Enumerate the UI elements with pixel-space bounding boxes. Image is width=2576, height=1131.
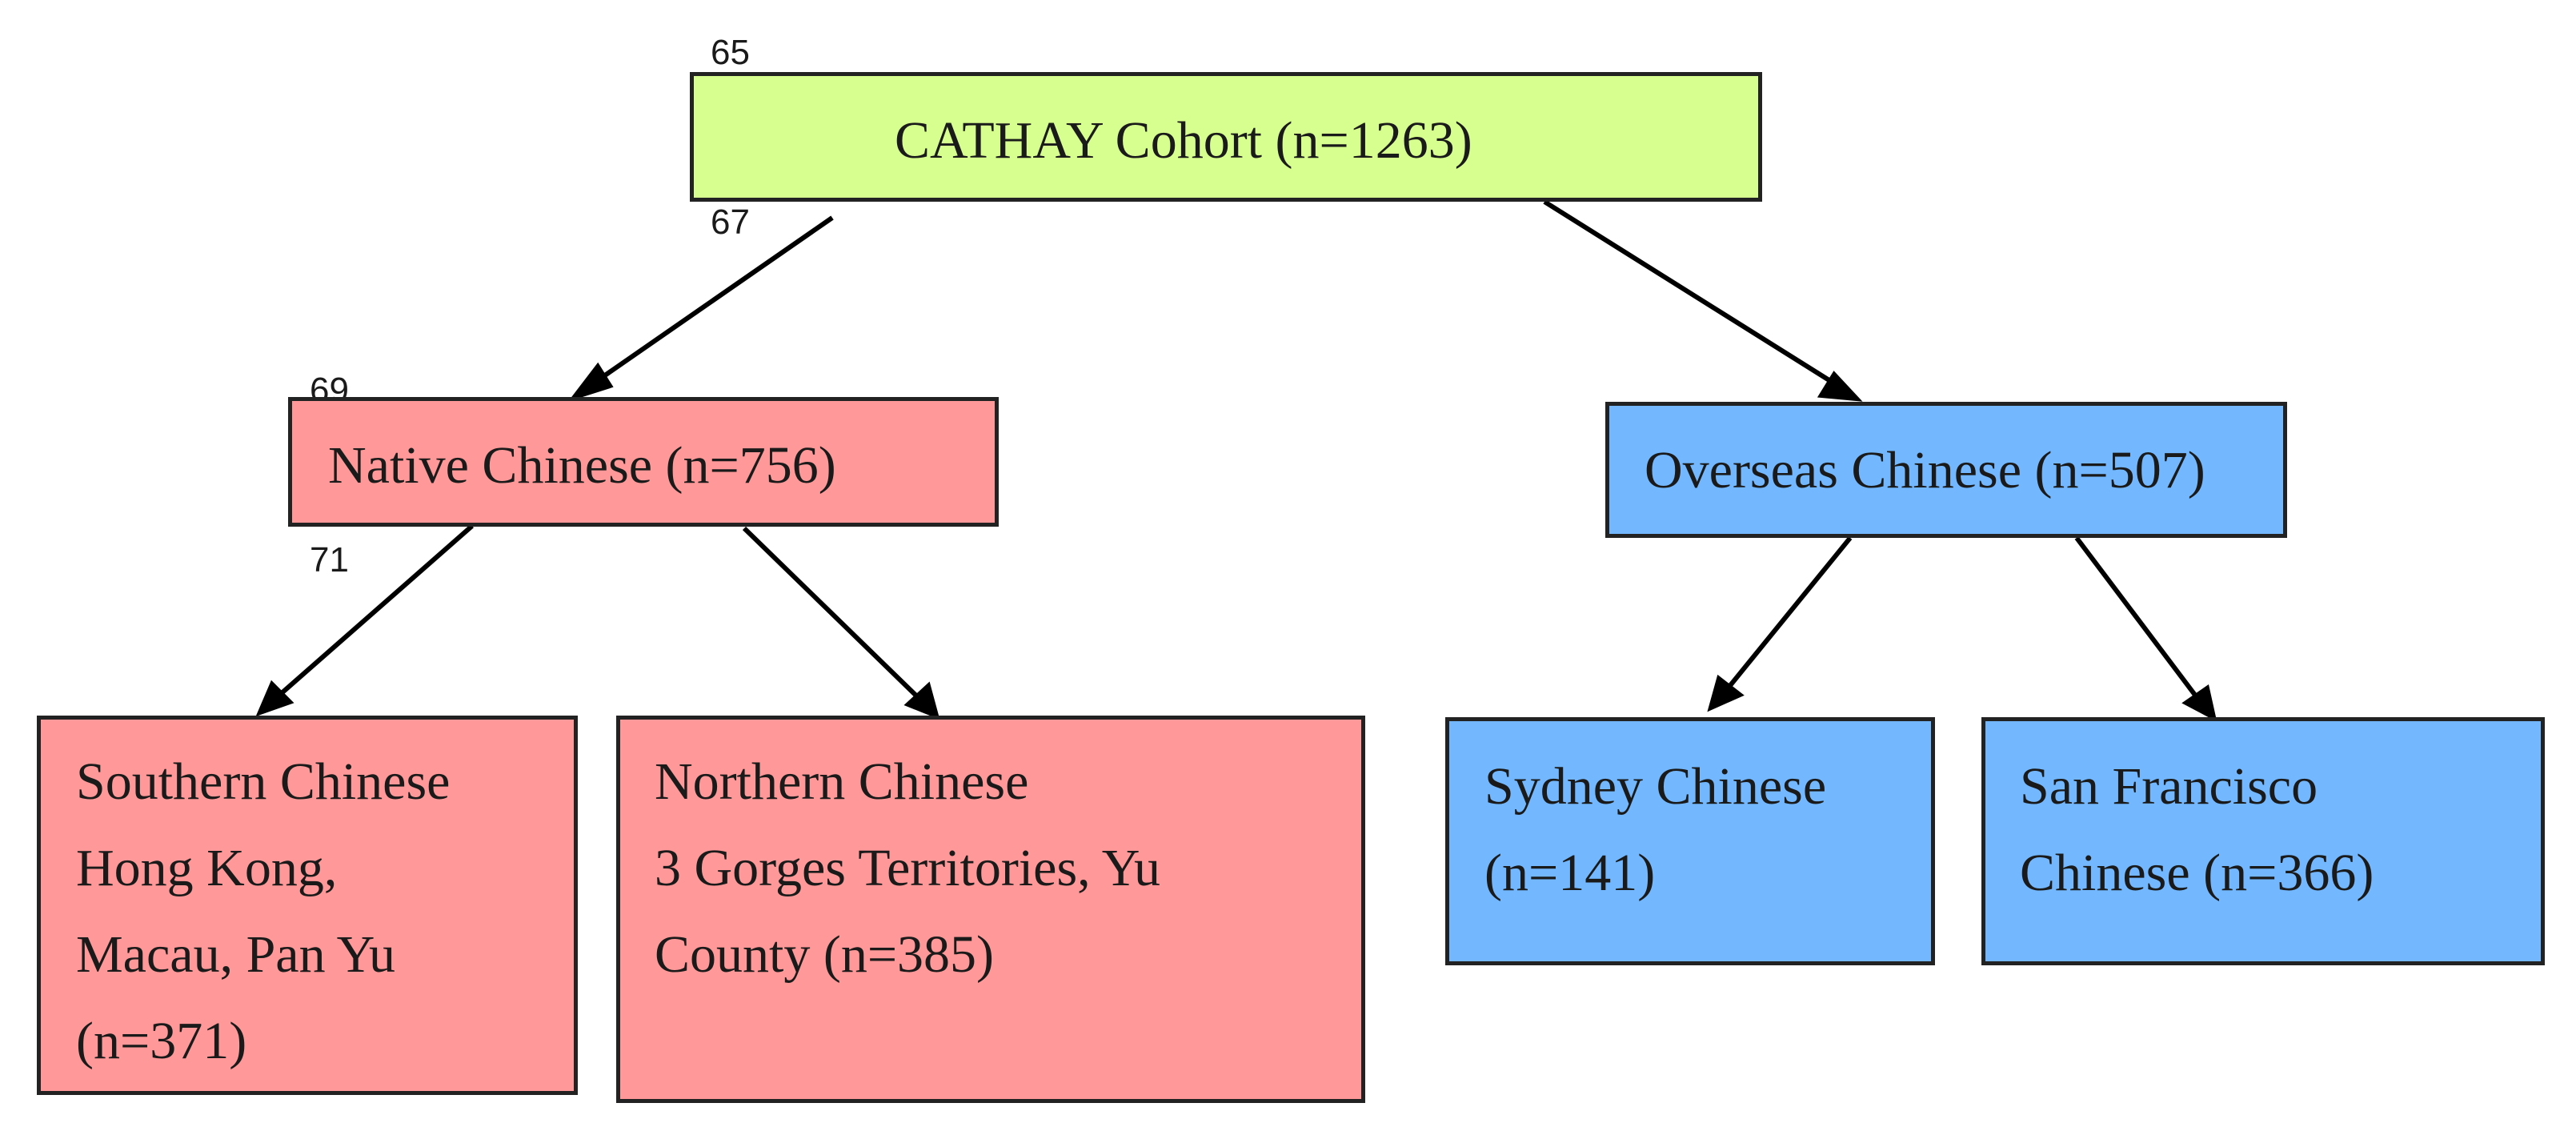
root-node-box	[690, 72, 1762, 202]
southern-chinese-node-box	[37, 716, 578, 1095]
line-number: 67	[711, 203, 750, 242]
arrowhead-sydney	[1707, 674, 1745, 712]
overseas-chinese-node-box	[1605, 402, 2287, 538]
sydney-chinese-node-box	[1445, 717, 1935, 965]
arrow-root-to-native	[591, 215, 834, 387]
southern-chinese-node-label: Southern Chinese Hong Kong, Macau, Pan Y…	[76, 752, 451, 1070]
arrow-overseas-to-sanfrancisco	[2074, 536, 2201, 702]
arrow-overseas-to-sydney	[1722, 536, 1853, 694]
line-number: 65	[711, 33, 750, 72]
native-chinese-node-label: Native Chinese (n=756)	[328, 436, 836, 495]
arrowhead-southern	[255, 680, 294, 717]
san-francisco-chinese-node-box	[1981, 717, 2545, 965]
root-node-label: CATHAY Cohort (n=1263)	[895, 111, 1472, 170]
arrowhead-overseas	[1817, 371, 1863, 402]
arrow-root-to-overseas	[1543, 199, 1842, 390]
northern-chinese-node-label: Northern Chinese 3 Gorges Territories, Y…	[655, 752, 1161, 984]
line-number: 71	[310, 540, 349, 580]
arrowhead-sanfrancisco	[2181, 684, 2217, 722]
northern-chinese-node-box	[616, 716, 1365, 1103]
arrow-native-to-southern	[274, 523, 474, 700]
native-chinese-node-box	[288, 397, 999, 527]
arrowhead-northern	[903, 681, 940, 720]
overseas-chinese-node-label: Overseas Chinese (n=507)	[1645, 441, 2205, 499]
sydney-chinese-node-label: Sydney Chinese (n=141)	[1484, 757, 1827, 902]
arrow-native-to-northern	[742, 526, 923, 702]
arrowhead-native	[567, 362, 614, 402]
san-francisco-chinese-node-label: San Francisco Chinese (n=366)	[2020, 757, 2374, 902]
